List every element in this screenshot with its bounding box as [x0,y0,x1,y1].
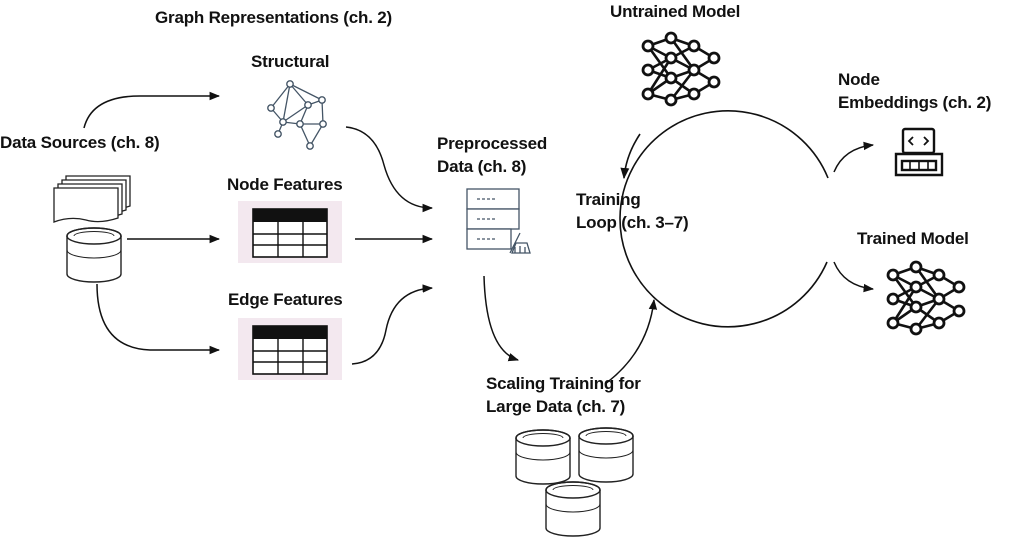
database-icon [66,227,122,283]
scaling-database-icon-3 [545,481,601,537]
arrow-scaling-to-training-loop [604,298,658,385]
scaling-database-icon-2 [578,427,634,483]
node-features-table-icon [237,200,343,264]
edge-features-table-icon [237,317,343,381]
arrow-edge-features-to-preprocessed [351,284,434,365]
training-loop-label-line1: Training [576,190,641,209]
training-loop-circle [619,110,829,328]
preprocessed-label-line1: Preprocessed [437,134,547,153]
connector-arrows [83,91,875,385]
arrow-structural-to-preprocessed [345,126,434,213]
preprocessed-label-line2: Data (ch. 8) [437,157,526,176]
data-sources-label: Data Sources (ch. 8) [0,133,159,152]
node-embeddings-label-line2: Embeddings (ch. 2) [838,93,991,112]
scaling-label-line2: Large Data (ch. 7) [486,397,625,416]
structural-label: Structural [251,52,329,71]
scaling-database-icon-1 [515,429,571,485]
arrow-loop-to-trained-model [833,261,875,293]
training-loop-label-line2: Loop (ch. 3–7) [576,213,688,232]
trained-model-label: Trained Model [857,229,969,248]
edge-features-label: Edge Features [228,290,343,309]
arrow-sources-to-edge-features [96,283,221,355]
arrow-loop-to-node-embeddings [833,141,875,173]
scaling-label-line1: Scaling Training for [486,374,641,393]
graph-icon [267,80,327,150]
trained-neural-network-icon [886,260,966,336]
node-embeddings-label-line1: Node [838,70,880,89]
arrow-preprocessed-to-scaling [483,275,520,362]
graph-representations-title: Graph Representations (ch. 2) [155,8,392,27]
laptop-code-icon [894,127,944,177]
server-icon [466,188,531,254]
node-features-label: Node Features [227,175,343,194]
untrained-model-label: Untrained Model [610,2,740,21]
neural-network-icon [641,31,721,107]
documents-icon [53,175,131,223]
arrow-sources-to-structural [83,91,221,129]
